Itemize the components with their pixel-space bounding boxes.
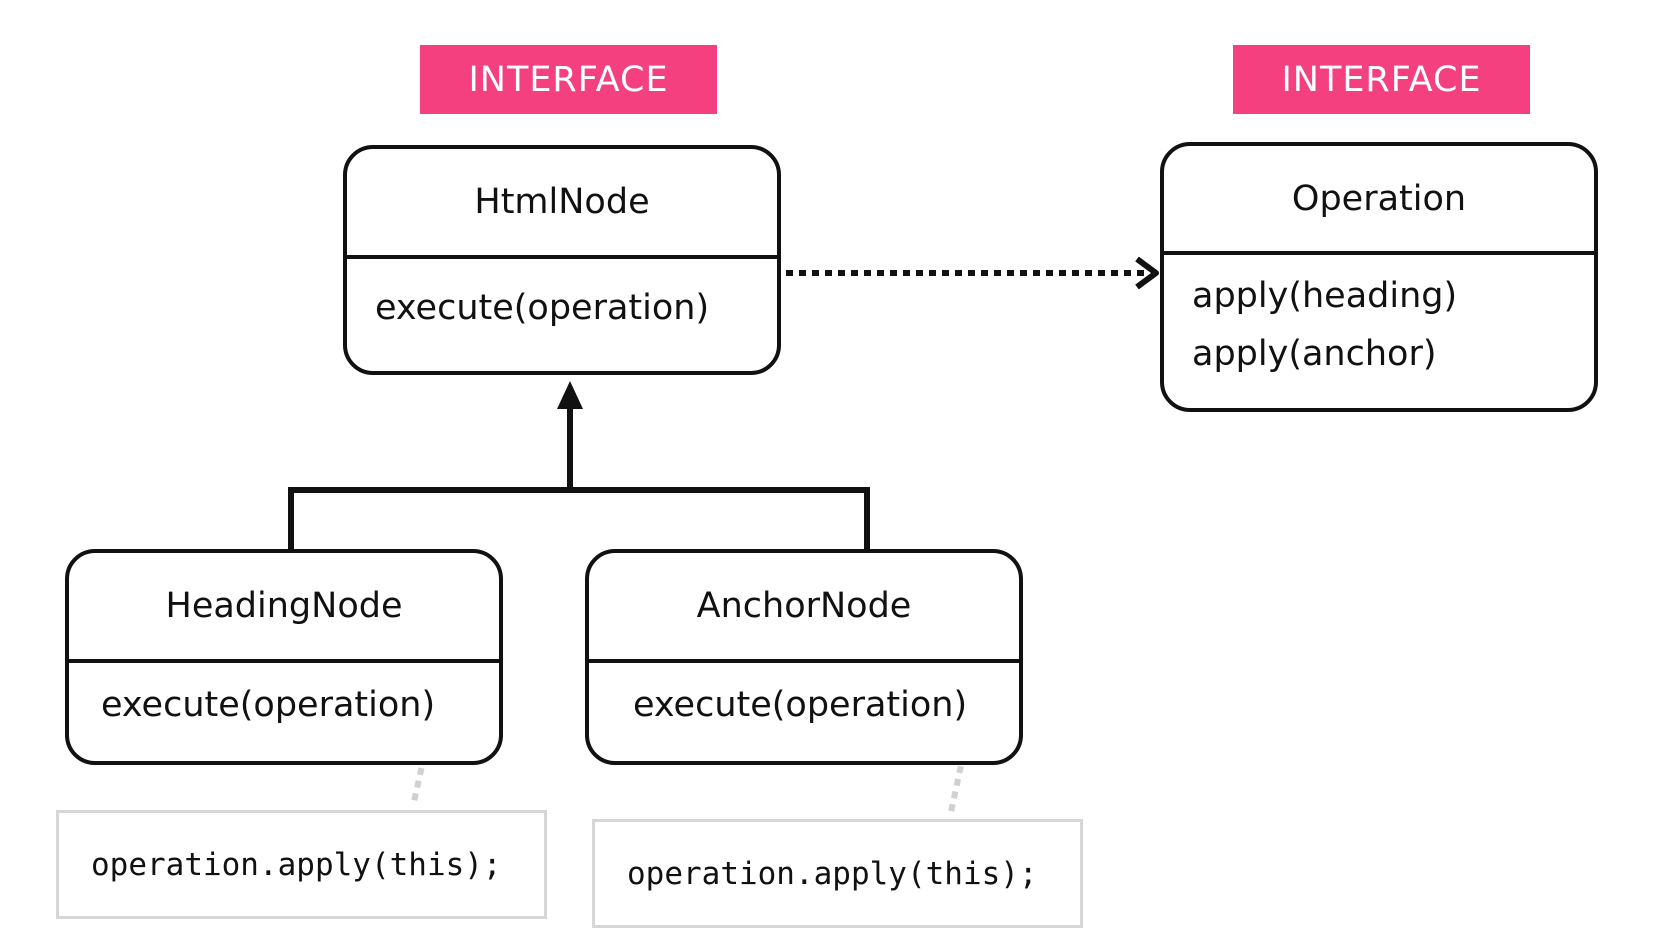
htmlnode-method: execute(operation) bbox=[375, 288, 710, 328]
headingnode-methods: execute(operation) bbox=[69, 663, 499, 734]
anchornode-method: execute(operation) bbox=[633, 685, 968, 725]
operation-class-box: Operation apply(heading) apply(anchor) bbox=[1160, 142, 1598, 412]
heading-code-note: operation.apply(this); bbox=[56, 810, 547, 919]
dependency-arrow-head bbox=[1135, 256, 1159, 290]
anchornode-class-name: AnchorNode bbox=[589, 553, 1019, 663]
headingnode-class-box: HeadingNode execute(operation) bbox=[65, 549, 503, 765]
inheritance-arrow-head bbox=[557, 381, 583, 409]
heading-code-note-text: operation.apply(this); bbox=[91, 846, 502, 883]
anchor-code-note: operation.apply(this); bbox=[592, 819, 1083, 928]
anchornode-class-box: AnchorNode execute(operation) bbox=[585, 549, 1023, 765]
interface-badge-htmlnode: INTERFACE bbox=[420, 45, 717, 114]
interface-badge-operation: INTERFACE bbox=[1233, 45, 1530, 114]
htmlnode-methods: execute(operation) bbox=[347, 259, 777, 337]
anchor-code-note-text: operation.apply(this); bbox=[627, 855, 1038, 892]
headingnode-method: execute(operation) bbox=[101, 685, 436, 725]
operation-class-name: Operation bbox=[1164, 146, 1594, 255]
htmlnode-class-name: HtmlNode bbox=[347, 149, 777, 259]
anchornode-methods: execute(operation) bbox=[589, 663, 1019, 734]
operation-method-anchor: apply(anchor) bbox=[1192, 334, 1437, 374]
operation-methods: apply(heading) apply(anchor) bbox=[1164, 255, 1594, 383]
headingnode-class-name: HeadingNode bbox=[69, 553, 499, 663]
htmlnode-class-box: HtmlNode execute(operation) bbox=[343, 145, 781, 375]
operation-method-heading: apply(heading) bbox=[1192, 276, 1458, 316]
